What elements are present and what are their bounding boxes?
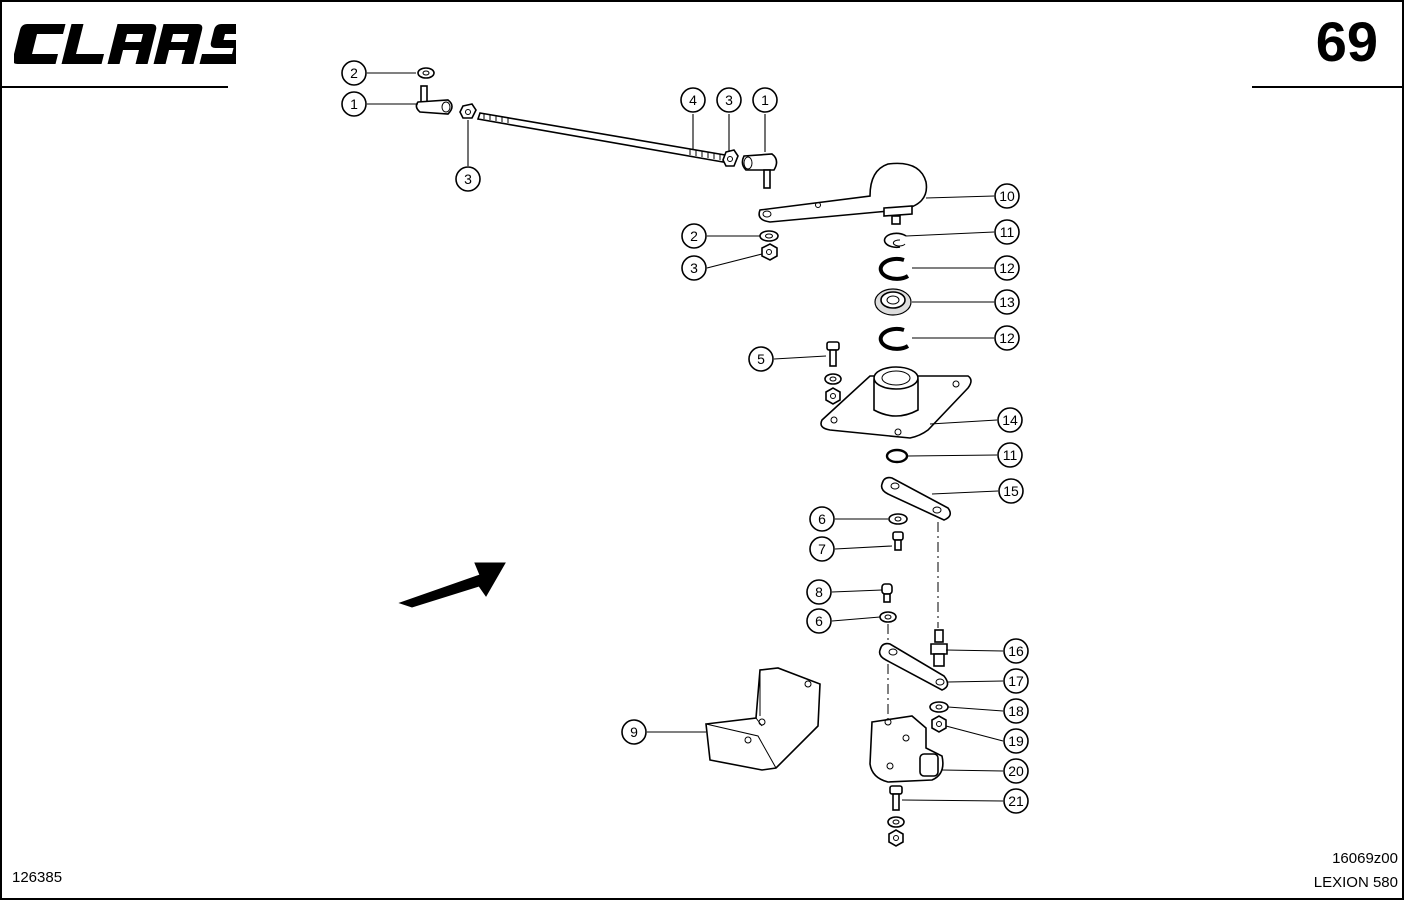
circlip-part xyxy=(883,232,907,249)
svg-text:3: 3 xyxy=(464,171,472,187)
callout-4: 4 xyxy=(680,87,706,113)
model-name: LEXION 580 xyxy=(1313,874,1398,891)
svg-text:5: 5 xyxy=(757,351,765,367)
callout-18: 18 xyxy=(1003,698,1029,724)
callout-12: 12 xyxy=(994,255,1020,281)
nut-part-3 xyxy=(761,243,778,261)
svg-text:19: 19 xyxy=(1008,733,1024,749)
svg-text:4: 4 xyxy=(689,92,697,108)
svg-text:7: 7 xyxy=(818,541,826,557)
washer-part-8 xyxy=(887,816,905,828)
callout-15: 15 xyxy=(998,478,1024,504)
washer-part-3 xyxy=(759,230,779,242)
svg-text:11: 11 xyxy=(1003,447,1018,463)
bolt-part-2 xyxy=(889,785,903,811)
callout-14: 14 xyxy=(997,407,1023,433)
svg-text:6: 6 xyxy=(815,613,823,629)
callout-3: 3 xyxy=(716,87,742,113)
svg-text:11: 11 xyxy=(1000,224,1015,240)
svg-text:6: 6 xyxy=(818,511,826,527)
flange-plate-part xyxy=(820,366,972,439)
svg-text:1: 1 xyxy=(761,92,769,108)
svg-text:13: 13 xyxy=(999,294,1015,310)
svg-text:17: 17 xyxy=(1008,673,1024,689)
svg-text:12: 12 xyxy=(999,330,1015,346)
washer-part xyxy=(417,67,435,79)
svg-text:10: 10 xyxy=(999,188,1015,204)
callout-11: 11 xyxy=(997,442,1023,468)
washer-part-4 xyxy=(824,373,842,385)
washer-part-5 xyxy=(888,513,908,525)
nut-part-4 xyxy=(825,387,841,405)
ball-joint-part-2 xyxy=(741,153,778,189)
callout-12: 12 xyxy=(994,325,1020,351)
callout-2: 2 xyxy=(341,60,367,86)
svg-text:9: 9 xyxy=(630,724,638,740)
svg-text:3: 3 xyxy=(690,260,698,276)
actuator-part xyxy=(869,715,944,783)
nut-part-2 xyxy=(722,149,739,167)
header-rule-left xyxy=(2,86,228,88)
washer-part-7 xyxy=(929,701,949,713)
callout-10: 10 xyxy=(994,183,1020,209)
figure-code: 16069z00 xyxy=(1332,850,1398,867)
retaining-ring-part-2 xyxy=(878,326,910,351)
circlip-part-2 xyxy=(885,448,909,464)
callout-2: 2 xyxy=(681,223,707,249)
callout-1: 1 xyxy=(341,91,367,117)
svg-text:3: 3 xyxy=(725,92,733,108)
screw-part xyxy=(892,531,904,551)
ball-joint-part xyxy=(415,85,453,115)
page-number: 69 xyxy=(1315,10,1378,73)
callout-21: 21 xyxy=(1003,788,1029,814)
direction-arrow xyxy=(398,562,506,608)
bearing-part xyxy=(874,288,912,316)
drawing-number: 126385 xyxy=(12,869,63,886)
retaining-ring-part xyxy=(878,256,910,281)
bracket-part xyxy=(705,667,821,771)
callout-3: 3 xyxy=(681,255,707,281)
lever-part xyxy=(758,162,928,225)
callout-7: 7 xyxy=(809,536,835,562)
svg-text:2: 2 xyxy=(690,228,698,244)
leader-lines xyxy=(367,72,1004,802)
svg-text:1: 1 xyxy=(350,96,358,112)
callout-9: 9 xyxy=(621,719,647,745)
svg-text:14: 14 xyxy=(1002,412,1018,428)
callout-19: 19 xyxy=(1003,728,1029,754)
washer-part-6 xyxy=(879,611,897,623)
callout-17: 17 xyxy=(1003,668,1029,694)
callout-5: 5 xyxy=(748,346,774,372)
svg-text:16: 16 xyxy=(1008,643,1024,659)
screw-part-2 xyxy=(881,583,893,603)
callout-11: 11 xyxy=(994,219,1020,245)
nut-part xyxy=(459,103,477,119)
nut-part-6 xyxy=(888,829,904,847)
svg-text:2: 2 xyxy=(350,65,358,81)
callout-1: 1 xyxy=(752,87,778,113)
callout-6: 6 xyxy=(809,506,835,532)
callout-8: 8 xyxy=(806,579,832,605)
nut-part-5 xyxy=(931,715,947,733)
threaded-rod-part xyxy=(476,112,727,163)
stud-part xyxy=(930,629,948,667)
svg-text:15: 15 xyxy=(1003,483,1019,499)
plate-part-17 xyxy=(878,642,949,691)
callout-20: 20 xyxy=(1003,758,1029,784)
callout-6: 6 xyxy=(806,608,832,634)
svg-text:21: 21 xyxy=(1008,793,1024,809)
callout-3: 3 xyxy=(455,166,481,192)
svg-text:8: 8 xyxy=(815,584,823,600)
claas-logo xyxy=(14,24,236,64)
callout-16: 16 xyxy=(1003,638,1029,664)
header-rule-right xyxy=(1252,86,1402,88)
svg-text:20: 20 xyxy=(1008,763,1024,779)
callout-13: 13 xyxy=(994,289,1020,315)
svg-text:12: 12 xyxy=(999,260,1015,276)
plate-part-15 xyxy=(880,476,952,521)
svg-text:18: 18 xyxy=(1008,703,1024,719)
bolt-part xyxy=(826,341,840,367)
